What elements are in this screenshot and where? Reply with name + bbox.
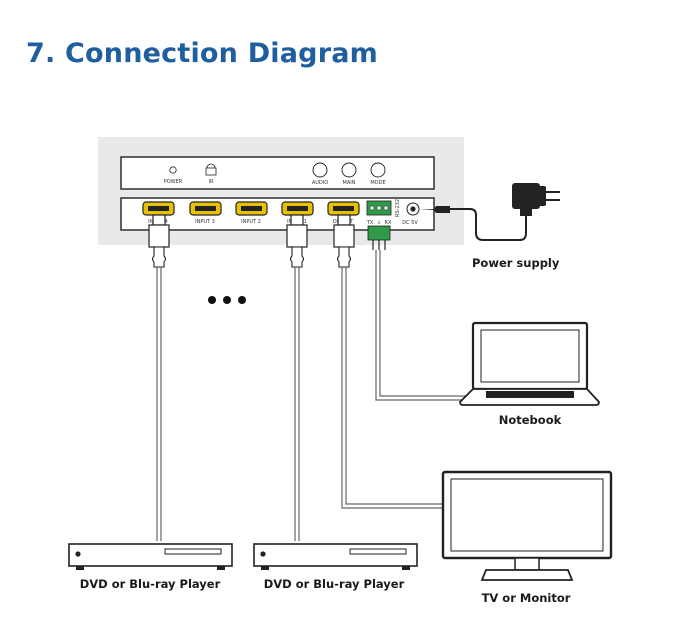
input-2-label: INPUT 2 [241,219,261,225]
power-led-icon [169,166,177,174]
device-front-panel: POWER IR AUDIO MAIN MODE [120,156,435,190]
page-title: 7. Connection Diagram [26,38,378,69]
rs232-terminal-block [366,200,392,216]
device-rear-panel: INPUT 4 INPUT 3 INPUT 2 INPUT 1 OUTPUT [120,197,435,231]
more-inputs-ellipsis [208,296,246,304]
hdmi-cable-input-1 [286,214,308,541]
hdmi-cable-output [333,214,443,509]
mode-button [370,162,386,178]
power-supply-label: Power supply [472,256,560,270]
notebook-icon [459,321,600,406]
tv-label: TV or Monitor [482,591,571,605]
hdmi-port-output [327,201,360,216]
main-button [341,162,357,178]
ir-label: IR [209,179,214,185]
hdmi-port-input-2 [235,201,268,216]
hdmi-port-input-3 [189,201,222,216]
ground-symbol: ⏚ [376,219,381,226]
power-label: POWER [164,179,183,185]
rs232-cable [367,225,470,401]
player-left-label: DVD or Blu-ray Player [80,577,221,591]
player-right-label: DVD or Blu-ray Player [264,577,405,591]
main-label: MAIN [343,180,356,186]
dvd-player-left-icon [68,543,233,570]
dc-5v-label: DC 5V [402,220,418,226]
power-adapter-icon [420,183,560,241]
rx-label: RX [385,220,392,226]
hdmi-port-input-4 [142,201,175,216]
audio-button [312,162,328,178]
dc-power-jack [406,202,420,216]
tx-label: TX [366,220,374,226]
ir-sensor-icon [205,163,217,176]
hdmi-port-input-1 [281,201,314,216]
audio-label: AUDIO [312,180,328,186]
rs232-label: RS-232 [395,199,401,217]
dvd-player-right-icon [253,543,418,570]
tv-monitor-icon [441,470,613,581]
input-3-label: INPUT 3 [195,219,215,225]
notebook-label: Notebook [499,413,562,427]
hdmi-cable-input-4 [148,214,170,541]
mode-label: MODE [370,180,385,186]
